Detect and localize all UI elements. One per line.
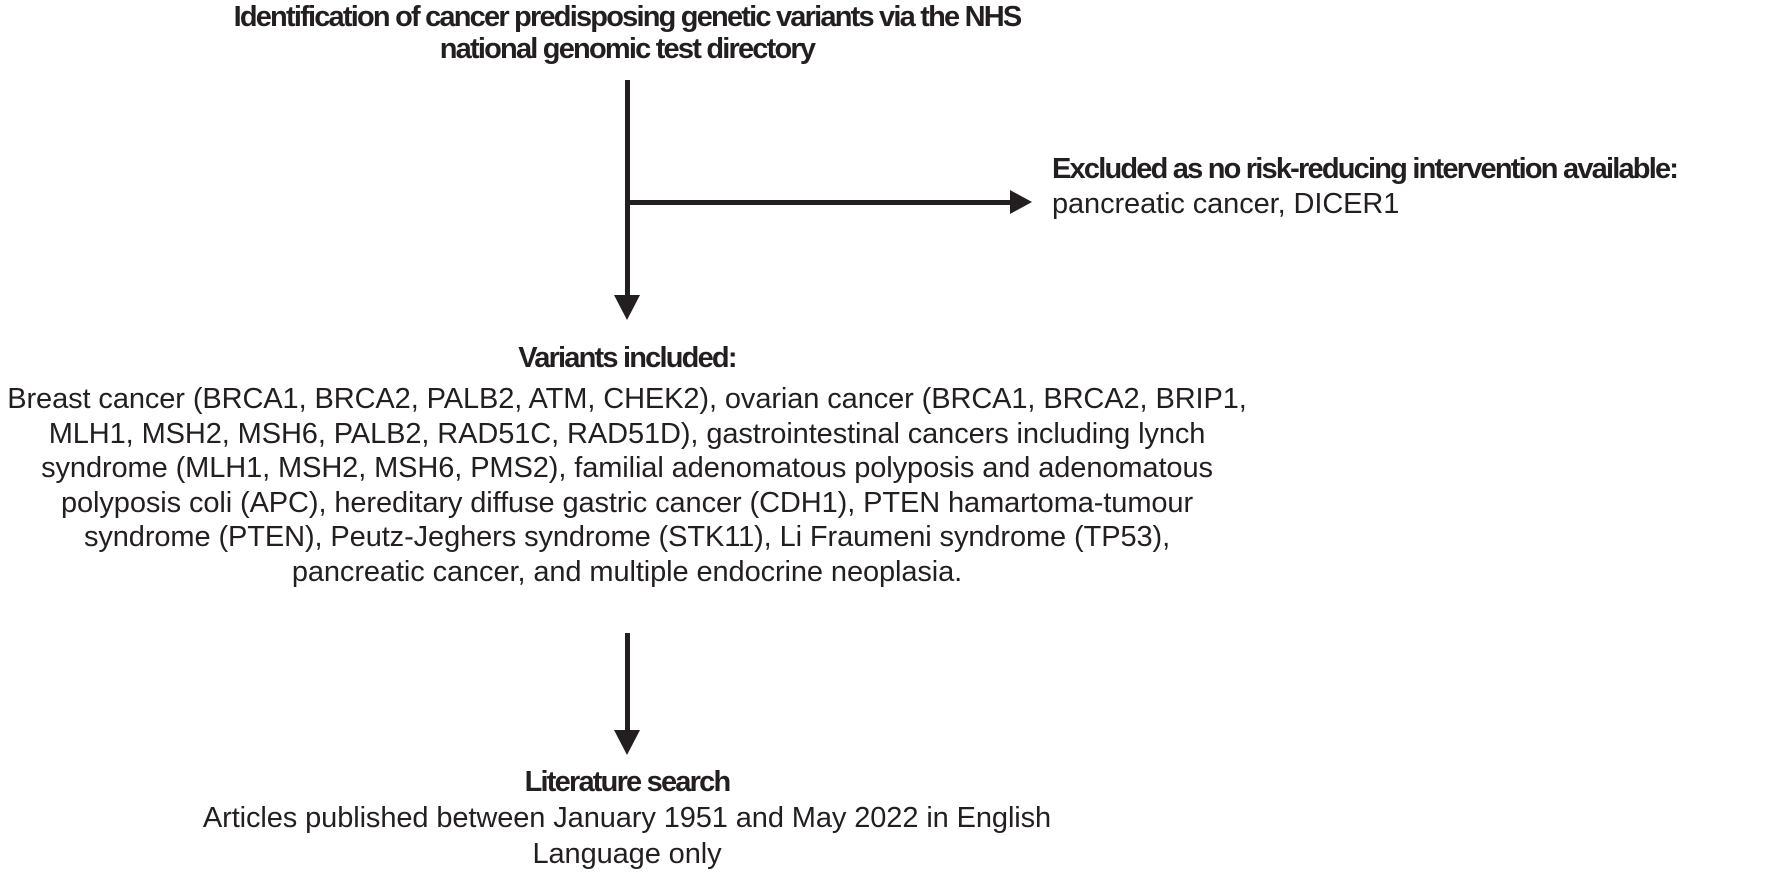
variants-node-heading: Variants included: <box>27 341 1227 375</box>
arrowhead-down-2-icon <box>614 730 640 755</box>
variants-heading-text: Variants included: <box>518 342 737 374</box>
excluded-node-heading: Excluded as no risk-reducing interventio… <box>1052 153 1679 185</box>
literature-node-body: Articles published between January 1951 … <box>27 800 1227 872</box>
excluded-node: Excluded as no risk-reducing interventio… <box>1052 152 1679 222</box>
flow-arrow-down-2-line <box>625 633 630 730</box>
text-line: syndrome (MLH1, MSH2, MSH6, PMS2), famil… <box>41 452 1213 484</box>
flow-arrow-down-1-line <box>625 80 630 296</box>
text-line: syndrome (PTEN), Peutz-Jeghers syndrome … <box>83 521 1171 553</box>
excluded-node-detail: pancreatic cancer, DICER1 <box>1052 188 1400 220</box>
arrowhead-right-icon <box>1010 190 1032 214</box>
text-line: pancreatic cancer, and multiple endocrin… <box>291 555 963 588</box>
text-line: Articles published between January 1951 … <box>202 802 1052 834</box>
literature-node-heading: Literature search <box>27 764 1227 800</box>
exclusion-branch-arrow-line <box>627 200 1010 205</box>
source-node-title: Identification of cancer predisposing ge… <box>27 1 1227 65</box>
text-line: national genomic test directory <box>439 33 816 65</box>
text-line: Breast cancer (BRCA1, BRCA2, PALB2, ATM,… <box>7 383 1247 415</box>
arrowhead-down-1-icon <box>614 295 640 320</box>
text-line: Language only <box>532 838 722 870</box>
text-line: Identification of cancer predisposing ge… <box>233 1 1023 33</box>
text-line: MLH1, MSH2, MSH6, PALB2, RAD51C, RAD51D)… <box>48 417 1206 450</box>
text-line: polyposis coli (APC), hereditary diffuse… <box>60 486 1194 519</box>
variants-node-body: Breast cancer (BRCA1, BRCA2, PALB2, ATM,… <box>0 382 1254 589</box>
literature-heading-text: Literature search <box>524 766 732 798</box>
